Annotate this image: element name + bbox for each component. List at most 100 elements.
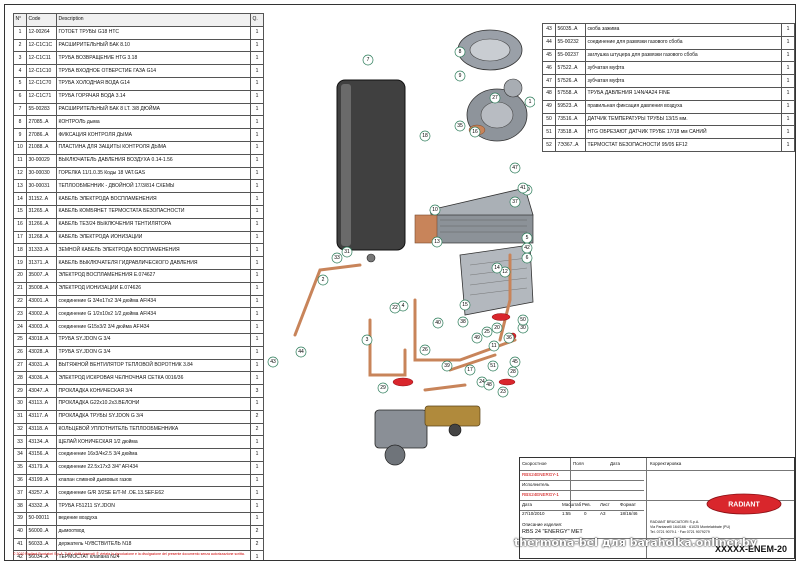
callout-circle <box>469 126 481 138</box>
callout-14: 14 <box>491 262 503 274</box>
part-description: ТРУБА ВХОДНОЕ ОТВЕРСТИЕ ГАЗА G14 <box>56 64 251 78</box>
callout-48: 48 <box>483 379 495 391</box>
callout-number: 29 <box>380 385 386 391</box>
part-qty: 1 <box>250 307 264 322</box>
callout-circle <box>503 332 515 344</box>
part-code: 43257..A <box>26 486 57 501</box>
part-number: 25 <box>13 332 27 347</box>
callout-7: 7 <box>362 54 374 66</box>
part-qty: 1 <box>250 435 264 450</box>
part-description: скоба зажима <box>585 23 782 37</box>
part-code: 30-00029 <box>26 153 57 168</box>
callout-6: 6 <box>521 252 533 264</box>
part-code: 31268..A <box>26 230 57 245</box>
callout-circle <box>471 332 483 344</box>
tb-company: RADIANT BRUCIATORI S.p.A. <box>650 520 700 524</box>
callout-47: 47 <box>509 162 521 174</box>
callout-circle <box>389 302 401 314</box>
part-number: 47 <box>542 74 556 88</box>
callout-number: 43 <box>270 359 276 365</box>
tb-rev-label: Рев. <box>582 502 591 507</box>
callout-35: 35 <box>454 120 466 132</box>
callout-circle <box>488 340 500 352</box>
callout-circle <box>517 314 529 326</box>
part-number: 50 <box>542 112 556 127</box>
part-description: ГОТОЕТ ТРУБЫ G18 HTC <box>56 25 251 40</box>
callout-11: 11 <box>488 340 500 352</box>
callout-22: 22 <box>389 302 401 314</box>
callout-number: 30 <box>520 325 526 331</box>
part-number: 8 <box>13 115 27 130</box>
heat-exchanger <box>414 187 534 244</box>
part-number: 49 <box>542 99 556 114</box>
part-number: 13 <box>13 179 27 194</box>
callout-45: 45 <box>509 356 521 368</box>
tb-rule <box>520 470 794 471</box>
part-description: ПЛАСТИНА ДЛЯ ЗАЩИТЫ КОНТРОЛЯ ДЫМА <box>56 140 251 155</box>
part-qty: 1 <box>781 112 795 127</box>
part-code: 7ЭЗ67..A <box>555 138 586 152</box>
part-code: 31371..A <box>26 256 57 270</box>
callout-number: 44 <box>298 349 304 355</box>
fan-assembly <box>457 29 528 142</box>
part-description: ТРУБА ГОРЯЧАЯ ВОДА 3.14 <box>56 89 251 104</box>
callout-15: 15 <box>459 299 471 311</box>
part-description: ТРУБА ХОЛОДНАЯ ВОДА G14 <box>56 76 251 91</box>
part-code: 12-C1C71 <box>26 89 57 104</box>
callout-number: 11 <box>491 343 496 349</box>
watermark: thermona-bel для baraholka.onliner.by <box>514 536 758 549</box>
callout-number: 39 <box>444 363 450 369</box>
part-number: 2 <box>13 38 27 53</box>
tb-rule <box>520 500 794 501</box>
tb-col-header: Дата <box>610 461 620 466</box>
part-description: клапан сливной дымовых газов <box>56 473 251 488</box>
callout-number: 49 <box>474 335 480 341</box>
callout-circle <box>491 262 503 274</box>
part-description: держатель ЧУВСТВИТЕЛЬ N18 <box>56 537 251 552</box>
callout-number: 22 <box>392 305 398 311</box>
tb-sheet-value: A3 <box>600 511 606 516</box>
callout-labels: 1234567891011121314151617181920222324252… <box>267 46 535 398</box>
callout-number: 33 <box>334 255 340 261</box>
part-number: 21 <box>13 281 27 296</box>
callout-circle <box>431 236 443 248</box>
title-block: Скоростное Поля Дата Корректировка RBS24… <box>519 457 795 559</box>
part-qty: 1 <box>250 179 264 194</box>
part-number: 23 <box>13 307 27 322</box>
header-code: Code <box>26 13 57 27</box>
callout-circle <box>432 317 444 329</box>
part-code: 43003..A <box>26 320 57 334</box>
part-qty: 1 <box>250 371 264 386</box>
part-code: 43134..A <box>26 435 57 450</box>
callout-number: 51 <box>490 363 496 369</box>
callout-28: 28 <box>507 366 519 378</box>
part-code: 56033..A <box>26 537 57 552</box>
part-description: ДАТЧИК ТЕМПЕРАТУРЫ ТРУБЫ 13/15 мм. <box>585 112 782 127</box>
callout-circle <box>459 299 471 311</box>
callout-number: 7 <box>367 57 370 63</box>
part-code: 57522..A <box>555 61 586 76</box>
callout-circle <box>509 356 521 368</box>
callout-41: 41 <box>517 182 529 194</box>
part-code: 27086..A <box>26 128 57 142</box>
expansion-tank <box>336 79 406 263</box>
part-code: 31266..A <box>26 217 57 232</box>
part-number: 40 <box>13 524 27 539</box>
